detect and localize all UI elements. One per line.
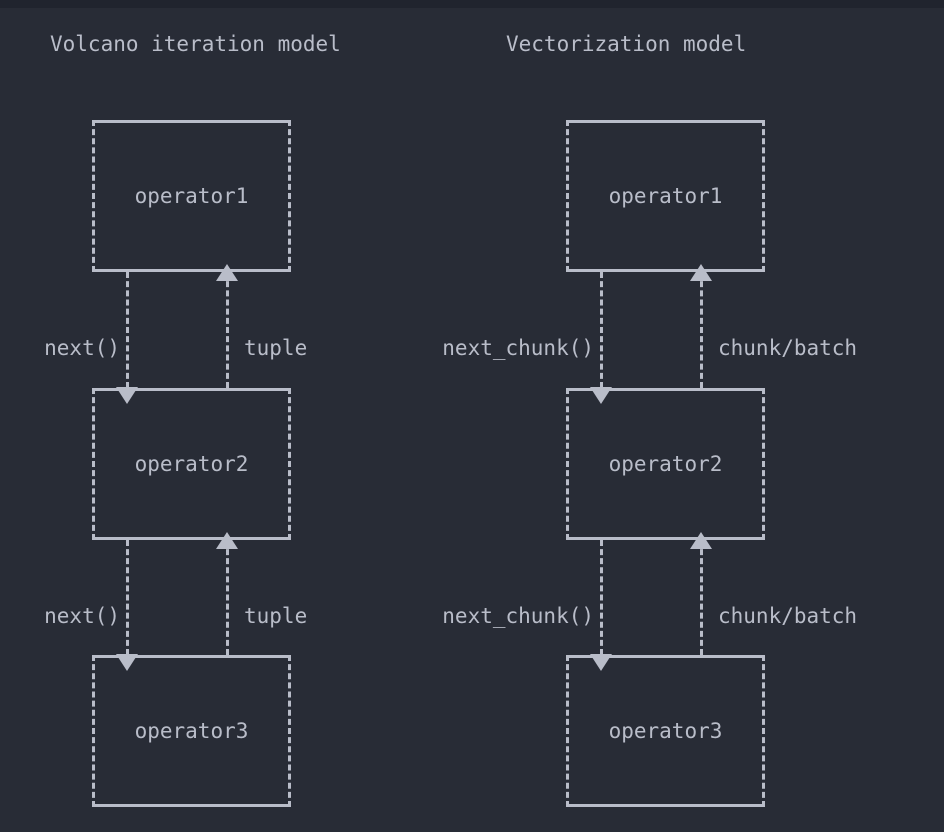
edge-call-line-op2-op3-volcano	[126, 540, 129, 655]
node-operator1-volcano: operator1	[92, 120, 291, 272]
node-label: operator2	[608, 452, 723, 476]
edge-label-call-op1-op2-vectorization: next_chunk()	[442, 336, 594, 360]
edge-label-call-op1-op2-volcano: next()	[44, 336, 120, 360]
diagram-title-vectorization: Vectorization model	[506, 32, 747, 56]
window-top-strip	[0, 0, 944, 8]
edge-label-payload-op3-op2-vectorization: chunk/batch	[718, 604, 858, 628]
node-label: operator1	[134, 184, 249, 208]
node-operator3-volcano: operator3	[92, 655, 291, 807]
node-operator3-vectorization: operator3	[566, 655, 765, 807]
arrowhead-down-icon	[116, 387, 138, 404]
diagram-volcano-iteration-model: Volcano iteration model operator1 operat…	[44, 32, 341, 807]
node-label: operator3	[134, 719, 249, 743]
node-operator1-vectorization: operator1	[566, 120, 765, 272]
node-operator2-vectorization: operator2	[566, 388, 765, 540]
node-label: operator3	[608, 719, 723, 743]
edge-payload-line-op2-op1-volcano	[226, 272, 229, 388]
edge-call-line-op1-op2-volcano	[126, 272, 129, 388]
edge-label-payload-op2-op1-volcano: tuple	[244, 336, 308, 360]
edge-call-line-op2-op3-vectorization	[600, 540, 603, 655]
edge-label-call-op2-op3-volcano: next()	[44, 604, 120, 628]
arrowhead-down-icon	[590, 387, 612, 404]
edge-label-payload-op2-op1-vectorization: chunk/batch	[718, 336, 858, 360]
arrowhead-down-icon	[116, 654, 138, 671]
edge-payload-line-op2-op1-vectorization	[700, 272, 703, 388]
arrowhead-down-icon	[590, 654, 612, 671]
edge-label-call-op2-op3-vectorization: next_chunk()	[442, 604, 594, 628]
diagram-title-volcano: Volcano iteration model	[50, 32, 341, 56]
node-label: operator1	[608, 184, 723, 208]
arrowhead-up-icon	[690, 264, 712, 281]
arrowhead-up-icon	[216, 532, 238, 549]
diagram-vectorization-model: Vectorization model operator1 operator2 …	[442, 0, 944, 832]
edge-payload-line-op3-op2-volcano	[226, 540, 229, 655]
arrowhead-up-icon	[216, 264, 238, 281]
edge-call-line-op1-op2-vectorization	[600, 272, 603, 388]
edge-payload-line-op3-op2-vectorization	[700, 540, 703, 655]
node-operator2-volcano: operator2	[92, 388, 291, 540]
node-label: operator2	[134, 452, 249, 476]
arrowhead-up-icon	[690, 532, 712, 549]
edge-label-payload-op3-op2-volcano: tuple	[244, 604, 308, 628]
